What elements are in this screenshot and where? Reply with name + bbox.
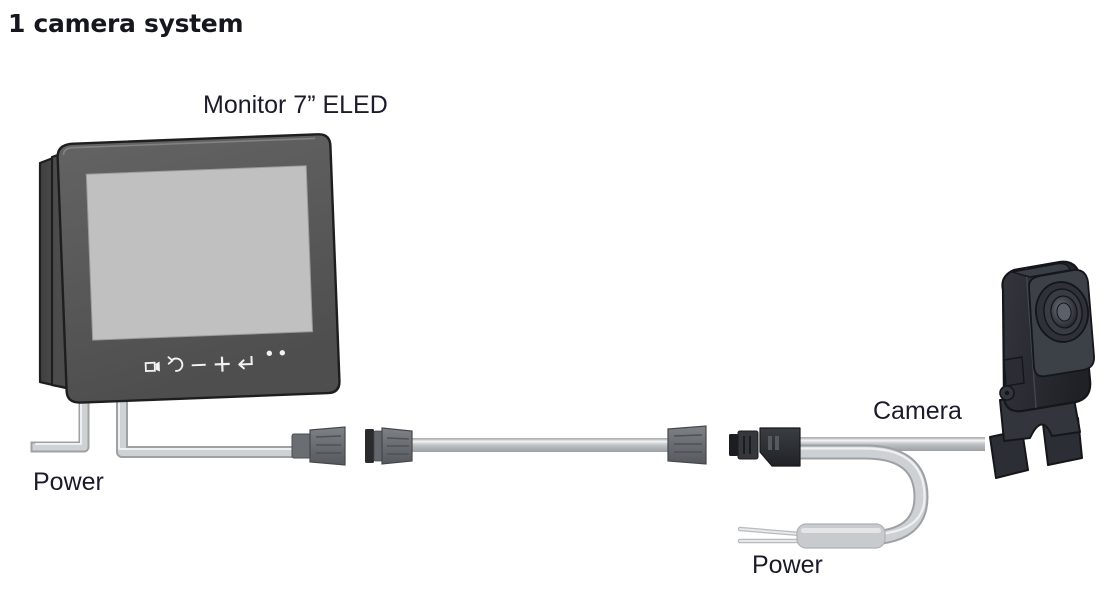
rotate-icon[interactable] bbox=[167, 356, 184, 372]
camera-power-junction bbox=[729, 427, 801, 467]
monitor-bezel-highlight bbox=[62, 137, 316, 156]
monitor-power-cable bbox=[30, 386, 90, 453]
connector-group bbox=[291, 425, 801, 467]
monitor-device[interactable] bbox=[38, 133, 341, 404]
monitor-button-row[interactable] bbox=[144, 350, 286, 375]
cable-group bbox=[30, 386, 985, 549]
led-indicator-2 bbox=[279, 350, 286, 356]
minus-icon[interactable] bbox=[191, 363, 206, 367]
monitor-video-cable bbox=[116, 386, 306, 458]
power-label-left: Power bbox=[33, 468, 104, 496]
camera-cable-plug bbox=[667, 425, 707, 465]
extension-cable bbox=[405, 438, 675, 452]
extension-coupler-plug bbox=[365, 427, 413, 465]
camera-device[interactable] bbox=[989, 260, 1095, 479]
power-label-right: Power bbox=[752, 551, 823, 579]
camera-top-cap bbox=[1011, 262, 1071, 278]
camera-lens-glass bbox=[1056, 302, 1072, 322]
power-inline-connector bbox=[796, 523, 886, 549]
page-title: 1 camera system bbox=[8, 9, 243, 38]
camera-side-panel bbox=[1003, 356, 1025, 387]
camera-label: Camera bbox=[873, 397, 962, 425]
led-indicator-1 bbox=[266, 350, 273, 357]
monitor-cable-plug bbox=[291, 426, 346, 466]
camera-power-cable bbox=[737, 444, 929, 549]
camera-hinge-screw-center bbox=[1004, 390, 1010, 396]
plus-icon[interactable] bbox=[214, 356, 230, 372]
video-source-icon[interactable] bbox=[144, 361, 160, 373]
camera-body-seam bbox=[1025, 267, 1037, 409]
monitor-label: Monitor 7” ELED bbox=[203, 91, 388, 119]
enter-icon[interactable] bbox=[238, 355, 253, 370]
monitor-screen bbox=[85, 165, 314, 341]
